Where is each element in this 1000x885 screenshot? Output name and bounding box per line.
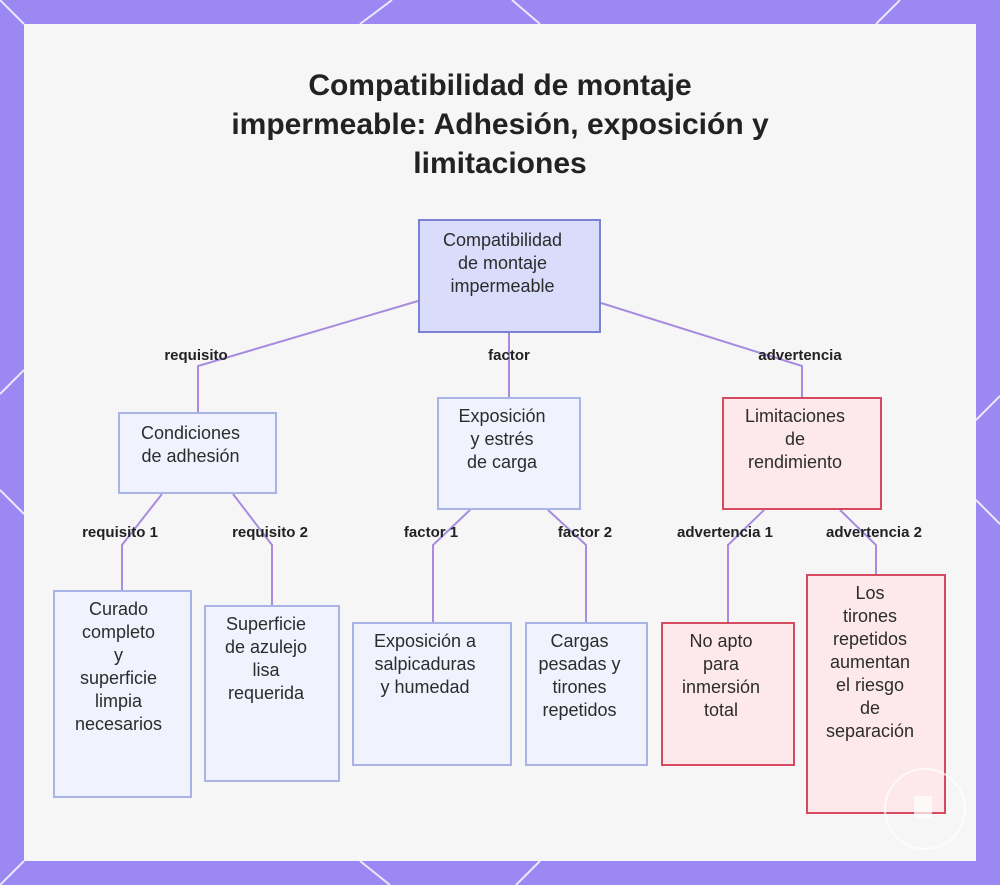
edge-label-advertencia-2: advertencia 2: [826, 524, 922, 541]
edge-label-requisito: requisito: [164, 347, 227, 364]
edge-label-factor-2: factor 2: [558, 524, 612, 541]
node-factor-heavy-loads: Cargas pesadas y tirones repetidos: [525, 622, 648, 766]
edge-adhesion-req2: [233, 494, 272, 605]
watermark-logo-icon: [884, 768, 966, 850]
edge-label-factor-1: factor 1: [404, 524, 458, 541]
node-root: Compatibilidad de montaje impermeable: [418, 219, 601, 333]
edge-label-factor: factor: [488, 347, 530, 364]
node-performance-limits: Limitaciones de rendimiento: [722, 397, 882, 510]
edge-label-advertencia-1: advertencia 1: [677, 524, 773, 541]
edge-label-requisito-1: requisito 1: [82, 524, 158, 541]
node-requirement-curing: Curado completo y superficie limpia nece…: [53, 590, 192, 798]
edge-adhesion-req1: [122, 494, 162, 590]
edge-root-adhesion: [198, 301, 418, 412]
node-adhesion-conditions: Condiciones de adhesión: [118, 412, 277, 494]
node-exposure-load: Exposición y estrés de carga: [437, 397, 581, 510]
node-requirement-smooth-tile: Superficie de azulejo lisa requerida: [204, 605, 340, 782]
edge-label-advertencia: advertencia: [758, 347, 841, 364]
node-warning-immersion: No apto para inmersión total: [661, 622, 795, 766]
edge-label-requisito-2: requisito 2: [232, 524, 308, 541]
node-factor-splash: Exposición a salpicaduras y humedad: [352, 622, 512, 766]
edge-limits-adv2: [840, 510, 876, 574]
